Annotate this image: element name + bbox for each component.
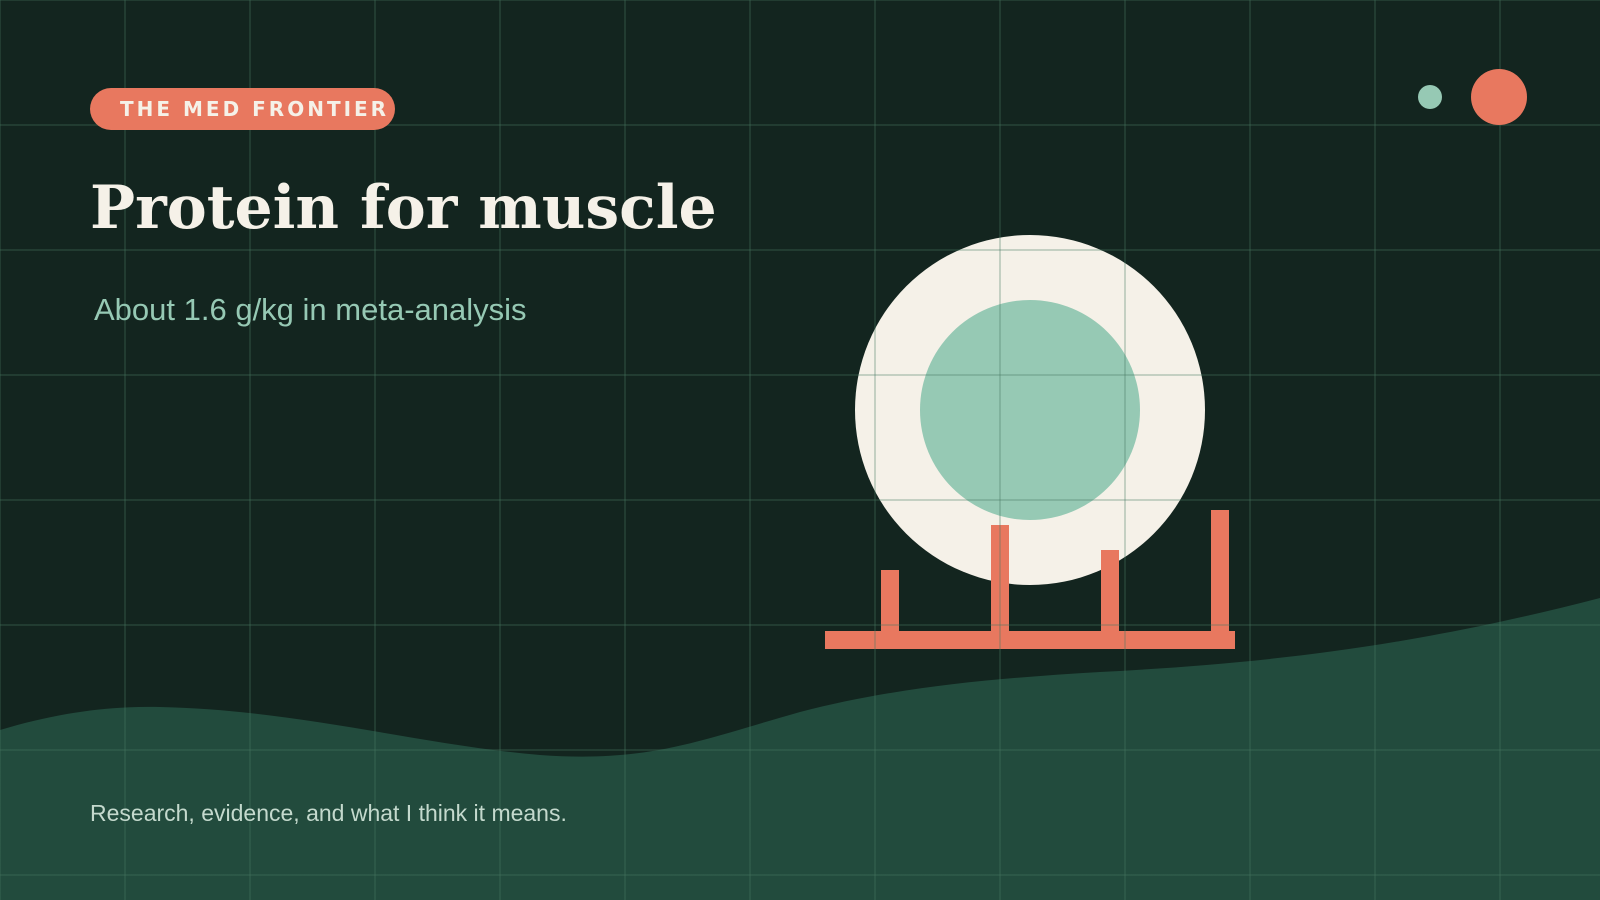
bar-baseline bbox=[825, 631, 1235, 649]
slide-subtitle: About 1.6 g/kg in meta-analysis bbox=[94, 292, 527, 327]
bar-3 bbox=[1101, 550, 1119, 642]
slide-footer: Research, evidence, and what I think it … bbox=[90, 800, 567, 826]
slide-title: Protein for muscle bbox=[90, 173, 717, 243]
decorative-dot-large bbox=[1471, 69, 1527, 125]
brand-badge: THE MED FRONTIER bbox=[90, 88, 396, 130]
decorative-dot-small bbox=[1418, 85, 1442, 109]
bar-1 bbox=[881, 570, 899, 642]
bar-2 bbox=[991, 525, 1009, 642]
wave-shape bbox=[0, 598, 1600, 900]
plate-food bbox=[920, 300, 1140, 520]
bar-4 bbox=[1211, 510, 1229, 642]
